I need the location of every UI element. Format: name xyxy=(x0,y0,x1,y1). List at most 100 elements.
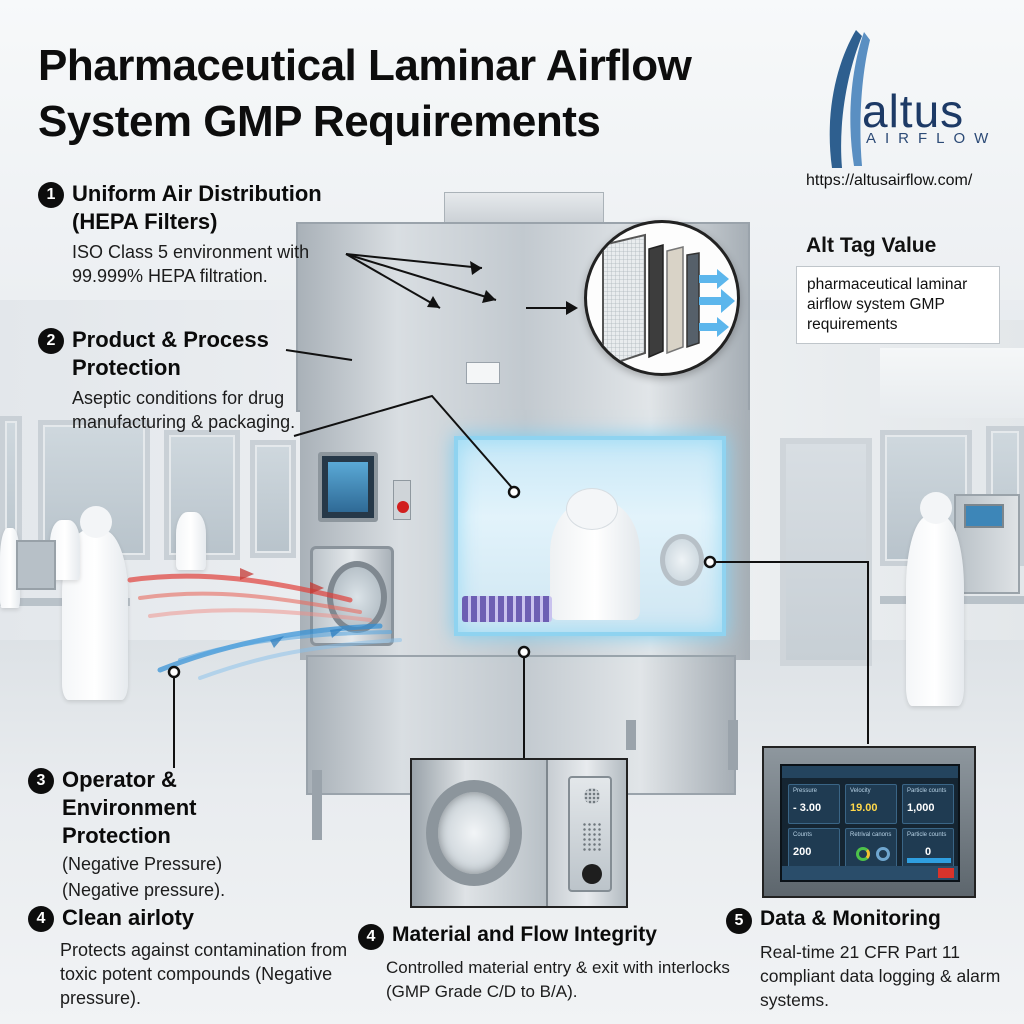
intercom-grille xyxy=(582,822,602,852)
monitor-tile-label: Pressure xyxy=(793,788,818,794)
monitoring-screen-header xyxy=(782,766,958,778)
feature-description: ISO Class 5 environment with 99.999% HEP… xyxy=(72,242,310,286)
pass-through-ring xyxy=(426,780,522,886)
feature-description: Protects against contamination from toxi… xyxy=(60,940,348,1008)
monitor-tile-value: 19.00 xyxy=(850,802,878,814)
pass-through-panel xyxy=(412,760,546,906)
monitor-tile-label: Counts xyxy=(793,832,813,838)
monitor-tile: Retrival canons xyxy=(845,828,897,868)
monitor-tile: Counts 200 xyxy=(788,828,840,868)
hepa-airflow-arrow xyxy=(699,289,735,313)
cabinet-leg xyxy=(728,720,738,770)
worker-left-front-head xyxy=(80,506,112,538)
vial-tray xyxy=(462,596,552,622)
alt-tag-value: pharmaceutical laminar airflow system GM… xyxy=(796,266,1000,344)
monitor-tile: Particle counts 0 xyxy=(902,828,954,868)
worker-right xyxy=(906,516,964,706)
feature-title: Data & Monitoring xyxy=(760,907,941,930)
feature-hepa: 1 Uniform Air Distribution (HEPA Filters)… xyxy=(38,180,358,288)
monitor-tile-value: 0 xyxy=(925,846,932,858)
hepa-carbon-layer xyxy=(648,244,664,359)
feature-title: Product & Process Protection xyxy=(72,327,269,380)
exhaust-duct xyxy=(444,192,604,226)
monitoring-screen-inset: Pressure - 3.00 Velocity 19.00 Particle … xyxy=(762,746,976,898)
feature-number-badge: 3 xyxy=(28,768,54,794)
monitor-tile-label: Velocity xyxy=(850,788,871,794)
monitor-tile-label: Particle counts xyxy=(907,788,947,794)
monitor-tile-value: 200 xyxy=(793,846,812,858)
pass-through-detail-inset xyxy=(410,758,628,908)
logo-swoosh-light xyxy=(850,32,870,166)
hepa-outlet-layer xyxy=(686,252,700,349)
hepa-airflow-arrow xyxy=(699,269,729,289)
alarm-indicator xyxy=(938,868,954,878)
feature-description: Controlled material entry & exit with in… xyxy=(386,958,730,1001)
monitor-tile-value: - 3.00 xyxy=(793,802,822,814)
altus-logo-swoosh-icon xyxy=(829,30,870,168)
feature-description: Aseptic conditions for drug manufacturin… xyxy=(72,388,296,432)
alt-tag-title: Alt Tag Value xyxy=(806,234,937,257)
monitor-tile-label: Particle counts xyxy=(907,832,947,838)
feature-description-line2: (Negative pressure). xyxy=(62,880,226,900)
hepa-prefilter-layer xyxy=(602,233,646,369)
feature-number-badge: 2 xyxy=(38,328,64,354)
worker-left-window xyxy=(176,512,206,570)
airflow-streams xyxy=(127,568,402,680)
hepa-filter-illustration xyxy=(602,233,735,369)
feature-title: Operator & Environment Protection xyxy=(62,767,197,848)
monitor-tile: Pressure - 3.00 xyxy=(788,784,840,824)
airflow-arrow xyxy=(270,636,284,648)
cabinet-leg xyxy=(312,770,322,840)
airflow-red-stream xyxy=(127,573,353,603)
feature-data-monitoring: 5 Data & Monitoring Real-time 21 CFR Part… xyxy=(726,906,1016,1012)
worker-left-edge xyxy=(0,528,20,608)
page-title: Pharmaceutical Laminar Airflow System GM… xyxy=(38,41,692,146)
brand-url[interactable]: https://altusairflow.com/ xyxy=(806,172,973,189)
feature-clean-airloty: 4 Clean airloty Protects against contamin… xyxy=(28,904,358,1010)
feature-title: Clean airloty xyxy=(62,905,195,930)
brand-sub: AIRFLOW xyxy=(866,130,998,147)
glove-port xyxy=(660,534,704,586)
cabinet-operator-head xyxy=(566,488,618,530)
airflow-blue-stream xyxy=(198,638,402,680)
cabinet-leg xyxy=(626,720,636,750)
hepa-filter-inset xyxy=(584,220,740,376)
emergency-stop-button xyxy=(393,480,411,520)
feature-title: Material and Flow Integrity xyxy=(392,923,657,946)
feature-operator-protection: 3 Operator & Environment Protection (Nega… xyxy=(28,766,298,902)
right-wall-upper xyxy=(880,348,1024,418)
monitor-tile: Velocity 19.00 xyxy=(845,784,897,824)
gauge-icon xyxy=(876,847,890,861)
right-machine-screen xyxy=(964,504,1004,528)
airflow-arrow xyxy=(240,568,254,580)
hepa-media-layer xyxy=(666,246,684,355)
left-window-4 xyxy=(250,440,296,558)
airflow-arrow xyxy=(330,628,344,638)
monitoring-screen: Pressure - 3.00 Velocity 19.00 Particle … xyxy=(780,764,960,882)
monitoring-screen-nav xyxy=(782,866,958,880)
airflow-blue-stream xyxy=(178,630,392,662)
airflow-red-stream xyxy=(138,591,362,614)
right-door xyxy=(780,438,872,666)
hepa-airflow-arrow xyxy=(699,317,729,337)
feature-material-flow: 4 Material and Flow Integrity Controlled … xyxy=(358,922,738,1004)
airflow-red-stream xyxy=(148,608,372,622)
feature-number-badge: 4 xyxy=(358,924,384,950)
feature-description: Real-time 21 CFR Part 11 compliant data … xyxy=(760,942,1001,1010)
feature-number-badge: 5 xyxy=(726,908,752,934)
brand-name: altus xyxy=(862,85,965,137)
intercom-button xyxy=(582,864,602,884)
intercom-unit xyxy=(568,776,612,892)
feature-number-badge: 1 xyxy=(38,182,64,208)
monitor-tile-label: Retrival canons xyxy=(850,832,892,838)
intercom-speaker-icon xyxy=(584,788,600,804)
feature-title: Uniform Air Distribution (HEPA Filters) xyxy=(72,181,322,234)
airflow-arrow xyxy=(310,582,324,594)
feature-description-line1: (Negative Pressure) xyxy=(62,854,223,874)
monitor-tile-value: 1,000 xyxy=(907,802,935,814)
worker-right-head xyxy=(920,492,952,524)
right-machine xyxy=(954,494,1020,594)
cabinet-label-plate xyxy=(466,362,500,384)
feature-number-badge: 4 xyxy=(28,906,54,932)
logo-swoosh-dark xyxy=(829,30,862,168)
